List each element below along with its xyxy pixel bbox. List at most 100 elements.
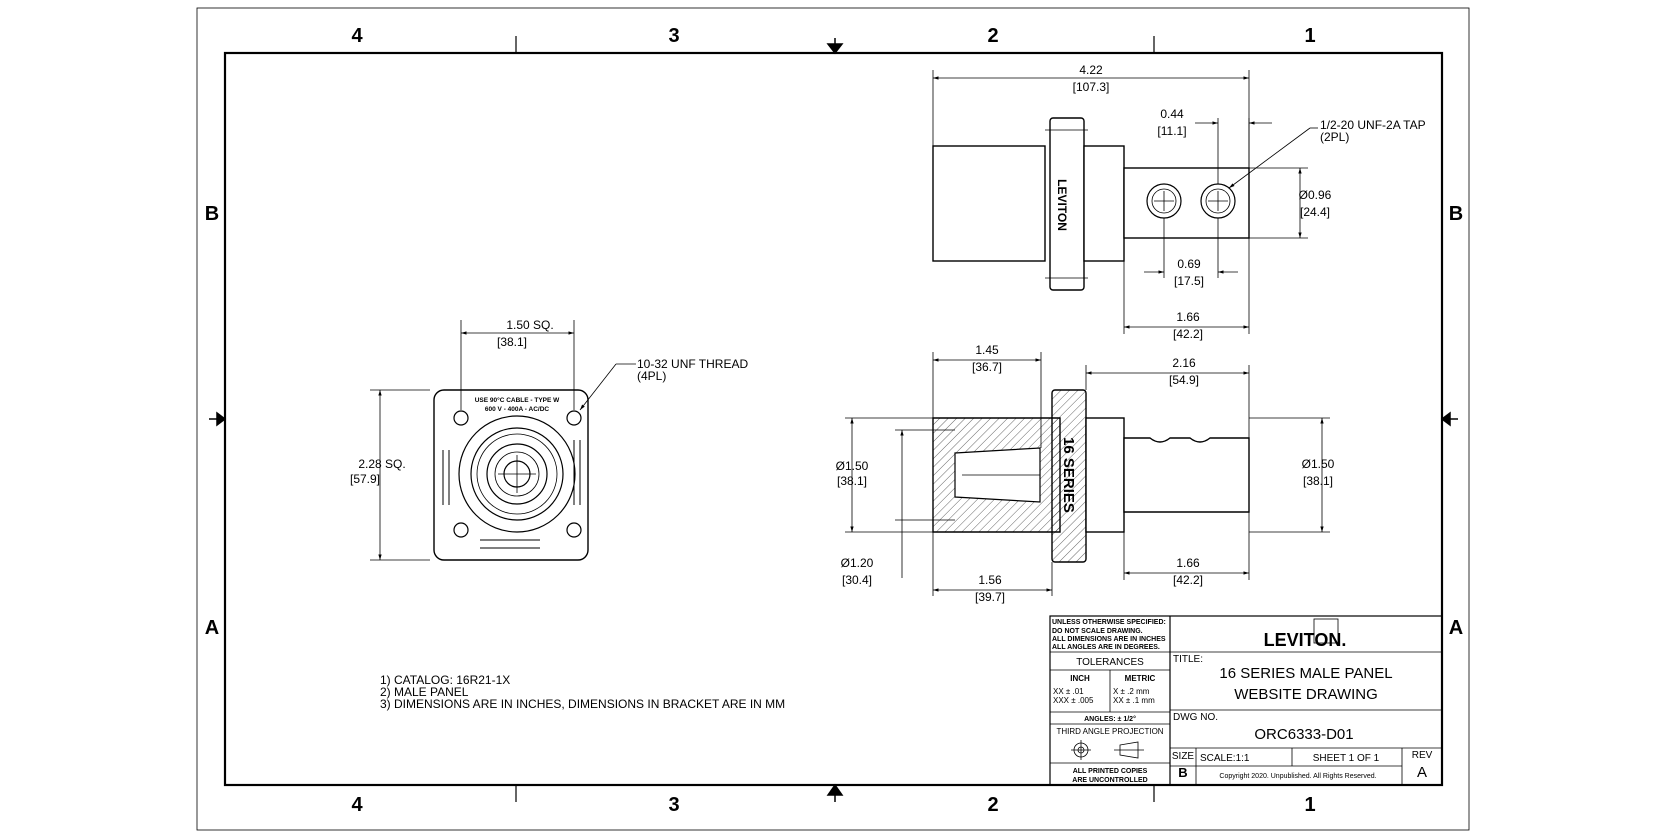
rev-label: REV (1412, 750, 1433, 761)
note-2: 2) MALE PANEL (380, 685, 469, 699)
title-line-2: WEBSITE DRAWING (1234, 686, 1378, 703)
size-label: SIZE (1172, 751, 1195, 762)
note-3: 3) DIMENSIONS ARE IN INCHES, DIMENSIONS … (380, 697, 785, 711)
outer-dia-in: Ø1.50 (836, 459, 869, 473)
top-view: LEVITON 4.22 [107.3] 0.44 [11.1] 1/2-20 … (932, 63, 1426, 341)
inch-tol-2: XXX ± .005 (1053, 696, 1094, 705)
metric-label: METRIC (1125, 674, 1156, 683)
center-mark-top (826, 38, 844, 55)
receptacle-ring-2 (470, 427, 564, 521)
zone-top-3: 3 (668, 25, 679, 47)
mount-hole-tl (453, 410, 469, 426)
body-len-mm: [39.7] (975, 590, 1005, 604)
collar (1083, 145, 1125, 262)
front-view: USE 90°C CABLE - TYPE W 600 V - 400A - A… (350, 318, 748, 561)
dwg-label: DWG NO. (1173, 712, 1218, 723)
metric-tol-1: X ± .2 mm (1113, 687, 1150, 696)
tap-callout-line1: 1/2-20 UNF-2A TAP (1320, 118, 1426, 132)
zone-left-a: A (205, 617, 219, 639)
top-overall-in: 4.22 (1079, 63, 1103, 77)
inch-label: INCH (1070, 674, 1090, 683)
right-len-in: 1.66 (1176, 556, 1200, 570)
top-stud-len-in: 1.66 (1176, 310, 1200, 324)
zone-bottom-4: 4 (351, 794, 363, 816)
front-callout-line1: 10-32 UNF THREAD (637, 357, 748, 371)
front-width-mm: [38.1] (497, 335, 527, 349)
right-dia-in: Ø1.50 (1302, 457, 1335, 471)
size-value: B (1178, 765, 1187, 780)
hole-offset-mm: [11.1] (1157, 124, 1186, 138)
body-len-in: 1.56 (978, 573, 1002, 587)
front-flange (433, 389, 589, 561)
mount-hole-br (566, 522, 582, 538)
front-height-mm: [57.9] (350, 472, 380, 486)
front-callout-line2: (4PL) (637, 369, 666, 383)
dwg-number: ORC6333-D01 (1254, 726, 1353, 743)
mount-hole-tr (566, 410, 582, 426)
zone-left-b: B (205, 203, 219, 225)
zone-top-4: 4 (351, 25, 363, 47)
metric-tol-2: XX ± .1 mm (1113, 696, 1155, 705)
front-height-in: 2.28 SQ. (358, 457, 405, 471)
sleeve-len-mm: [36.7] (972, 360, 1002, 374)
printed-line-1: ALL PRINTED COPIES (1073, 768, 1148, 775)
outer-border (196, 7, 1470, 831)
center-mark-right (1440, 411, 1458, 427)
sleeve-len-in: 1.45 (975, 343, 999, 357)
unless-line-3: ALL DIMENSIONS ARE IN INCHES (1052, 636, 1166, 643)
top-dia-in: Ø0.96 (1299, 188, 1332, 202)
sleeve-body (932, 145, 1046, 262)
receptacle-ring-3 (476, 433, 558, 515)
stud-len-in: 2.16 (1172, 356, 1196, 370)
receptacle-ring-4 (486, 443, 548, 505)
copyright: Copyright 2020. Unpublished. All Rights … (1219, 773, 1376, 780)
face-side-marks (442, 440, 581, 549)
right-dia-mm: [38.1] (1303, 474, 1333, 488)
receptacle-ring-outer (458, 415, 576, 533)
hole-spacing-mm: [17.5] (1174, 274, 1204, 288)
face-text-top2: 600 V - 400A - AC/DC (485, 406, 549, 413)
face-text-top1: USE 90°C CABLE - TYPE W (475, 396, 560, 404)
unless-line-2: DO NOT SCALE DRAWING. (1052, 628, 1143, 635)
mount-hole-bl (453, 522, 469, 538)
receptacle-ring-5 (494, 451, 540, 497)
stud-len-mm: [54.9] (1169, 373, 1199, 387)
zone-right-a: A (1449, 617, 1463, 639)
zone-bottom-3: 3 (668, 794, 679, 816)
leviton-logo: LEVITON. (1264, 630, 1347, 650)
unless-line-4: ALL ANGLES ARE IN DEGREES. (1052, 644, 1160, 651)
title-block: UNLESS OTHERWISE SPECIFIED: DO NOT SCALE… (1049, 615, 1443, 786)
top-dia-mm: [24.4] (1300, 205, 1330, 219)
sheet-value: SHEET 1 OF 1 (1313, 753, 1380, 764)
inner-dia-mm: [30.4] (842, 573, 872, 587)
zone-bottom-2: 2 (987, 794, 998, 816)
stud-body (1123, 167, 1250, 239)
tap-hole-2-inner (1205, 188, 1231, 214)
tap-hole-1-inner (1151, 188, 1177, 214)
scale-value: SCALE:1:1 (1200, 753, 1250, 764)
front-width-in: 1.50 SQ. (506, 318, 553, 332)
center-mark-bottom (826, 783, 844, 802)
unless-line-1: UNLESS OTHERWISE SPECIFIED: (1052, 619, 1166, 626)
printed-line-2: ARE UNCONTROLLED (1072, 777, 1147, 784)
top-overall-mm: [107.3] (1073, 80, 1110, 94)
hole-offset-in: 0.44 (1160, 107, 1184, 121)
title-label: TITLE: (1173, 654, 1203, 665)
zone-bottom-1: 1 (1304, 794, 1315, 816)
inch-tol-1: XX ± .01 (1053, 687, 1084, 696)
zone-top-2: 2 (987, 25, 998, 47)
inner-dia-in: Ø1.20 (841, 556, 874, 570)
title-line-1: 16 SERIES MALE PANEL (1219, 665, 1392, 682)
part-brand: LEVITON (1055, 179, 1069, 231)
zone-ticks (515, 36, 1155, 802)
tolerances-label: TOLERANCES (1076, 657, 1144, 668)
notes: 1) CATALOG: 16R21-1X 2) MALE PANEL 3) DI… (380, 673, 785, 711)
angles-tol: ANGLES: ± 1/2° (1084, 715, 1136, 723)
tap-callout-line2: (2PL) (1320, 130, 1349, 144)
series-text: 16 SERIES (1060, 437, 1077, 513)
section-view: 16 SERIES 1.45 [36.7] 2.16 [54.9] Ø1.50 … (836, 343, 1335, 604)
hole-spacing-in: 0.69 (1177, 257, 1201, 271)
note-1: 1) CATALOG: 16R21-1X (380, 673, 510, 687)
third-angle-symbol (1071, 740, 1144, 760)
